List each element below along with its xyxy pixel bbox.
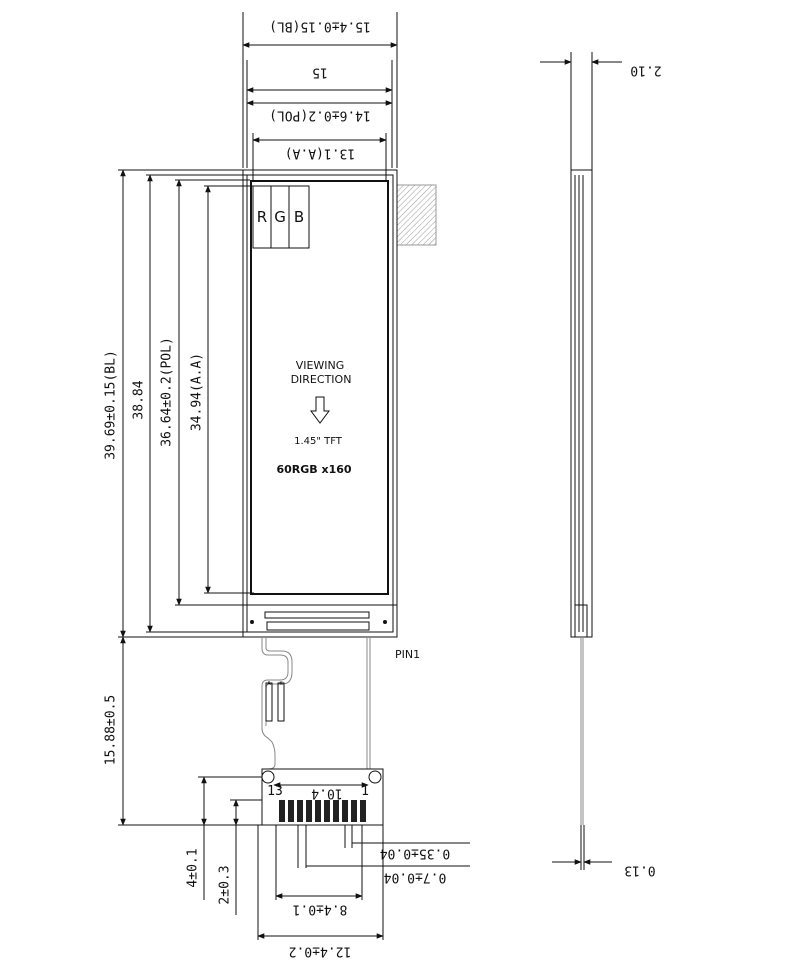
pin1-label: PIN1 xyxy=(395,648,420,661)
fpc-length-label: 15.88±0.5 xyxy=(104,695,119,765)
svg-text:K: K xyxy=(279,681,283,687)
fpc-width-label: 12.4±0.2 xyxy=(289,944,352,959)
hatched-tab xyxy=(396,184,437,246)
viewing-text: VIEWING xyxy=(296,359,345,372)
resolution-text: 60RGB x160 xyxy=(276,463,351,476)
overall-height-label: 38.84 xyxy=(132,380,147,419)
fpc: A K PIN1 13 1 10.4 xyxy=(261,637,420,826)
svg-text:A: A xyxy=(267,681,271,687)
front-view: R G B VIEWING DIRECTION 1.45" TFT 60RGB … xyxy=(242,169,437,638)
backlight-outline xyxy=(242,169,398,638)
dim-4-label: 4±0.1 xyxy=(186,848,201,887)
pol-height-label: 36.64±0.2(POL) xyxy=(160,337,175,447)
bl-width-label: 15.4±0.15(BL) xyxy=(269,19,371,34)
pol-width-label: 14.6±0.2(POL) xyxy=(269,108,371,123)
bottom-dimensions: 0.35±0.04 0.7±0.04 8.4±0.1 12.4±0.2 xyxy=(257,825,470,959)
pad-width-label: 0.35±0.04 xyxy=(380,846,451,861)
r-label: R xyxy=(257,208,267,226)
contact-span-label: 8.4±0.1 xyxy=(293,902,348,917)
g-label: G xyxy=(274,208,286,226)
left-dimensions: 39.69±0.15(BL) 38.84 36.64±0.2(POL) 34.9… xyxy=(104,169,262,915)
active-area-outline xyxy=(250,180,389,595)
total-width-label: 15 xyxy=(312,65,328,80)
aa-width-label: 13.1(A.A) xyxy=(285,146,355,161)
polarizer-outline xyxy=(246,174,394,633)
dim-2-label: 2±0.3 xyxy=(218,865,233,904)
down-arrow-icon xyxy=(310,396,330,424)
direction-text: DIRECTION xyxy=(291,373,352,386)
contact-pads xyxy=(279,800,366,822)
thickness-label: 2.10 xyxy=(630,63,661,78)
top-dimensions: 15.4±0.15(BL) 15 14.6±0.2(POL) 13.1(A.A) xyxy=(242,12,398,180)
pin-13-label: 13 xyxy=(267,784,283,799)
side-view: 2.10 0.13 xyxy=(540,52,662,878)
fpc-thickness-label: 0.13 xyxy=(624,863,655,878)
aa-height-label: 34.94(A.A) xyxy=(190,353,205,431)
size-text: 1.45" TFT xyxy=(294,436,343,447)
pitch-label: 10.4 xyxy=(311,786,342,801)
bl-height-label: 39.69±0.15(BL) xyxy=(104,350,119,460)
pad-pitch-label: 0.7±0.04 xyxy=(384,870,447,885)
pin-1-label: 1 xyxy=(361,784,369,799)
b-label: B xyxy=(294,208,304,226)
